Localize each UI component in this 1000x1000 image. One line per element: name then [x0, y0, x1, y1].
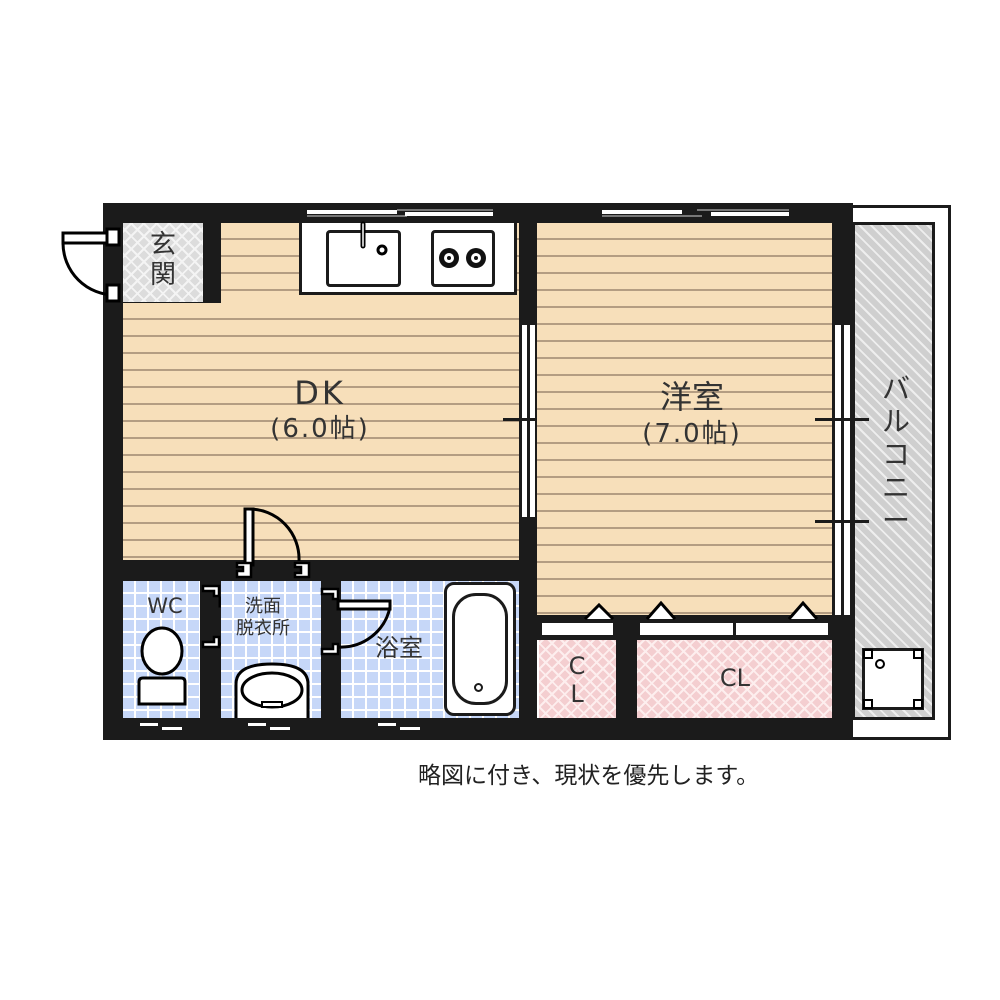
bathroom-label: 浴室 [375, 634, 423, 662]
faucet-icon [360, 221, 388, 256]
dk-label: DK (6.0帖) [270, 374, 370, 444]
washroom-window [243, 718, 295, 736]
wall-bottom [103, 718, 853, 740]
balcony-window-handle-upper [815, 418, 869, 421]
wc-window [135, 718, 187, 736]
wall-closet-divider [616, 615, 637, 718]
balcony-window-handle-lower [815, 520, 869, 523]
wall-entrance-right [203, 223, 221, 327]
entrance-label: 玄関 [150, 230, 177, 290]
closet-large-door-right[interactable] [733, 620, 831, 638]
washing-machine-pan-icon [863, 649, 923, 709]
wall-left [103, 203, 123, 740]
closet-small-floor [539, 640, 616, 718]
bathroom-door-icon [320, 587, 392, 656]
closet-small-door[interactable] [539, 620, 616, 638]
entrance-floor [123, 223, 203, 303]
washroom-door-icon [235, 507, 311, 579]
closet-door-arrows-icon [583, 600, 819, 621]
bathtub-drain [474, 683, 483, 692]
balcony-floor [852, 222, 935, 720]
dk-western-sliding-door-b[interactable] [527, 322, 538, 520]
wall-bath-closet [519, 560, 537, 718]
washroom-label: 洗面 脱衣所 [236, 596, 290, 639]
entrance-door-icon [61, 227, 121, 303]
stove-burner-icon [439, 248, 486, 268]
closet-large-door-left[interactable] [637, 620, 736, 638]
wash-basin-icon [234, 662, 310, 718]
western-room-top-window [597, 207, 795, 219]
toilet-icon [137, 626, 187, 706]
balcony-label: バルコニー [882, 372, 911, 537]
dk-floor-lower [123, 303, 519, 560]
wall-dk-wetarea [123, 560, 537, 581]
closet-large-label: CL [719, 664, 751, 692]
western-room-label: 洋室 (7.0帖) [642, 378, 742, 449]
wc-label: WC [147, 594, 183, 618]
balcony-window-sash-b[interactable] [841, 322, 853, 618]
sliding-door-handle [503, 418, 553, 421]
western-room-floor [537, 223, 832, 615]
closet-small-label: C L [568, 652, 586, 708]
wall-wc-washroom [200, 581, 221, 718]
closet-large-floor [637, 640, 832, 718]
bathroom-window [373, 718, 425, 736]
disclaimer-note: 略図に付き、現状を優先します。 [418, 763, 760, 789]
dk-top-window [302, 207, 498, 219]
